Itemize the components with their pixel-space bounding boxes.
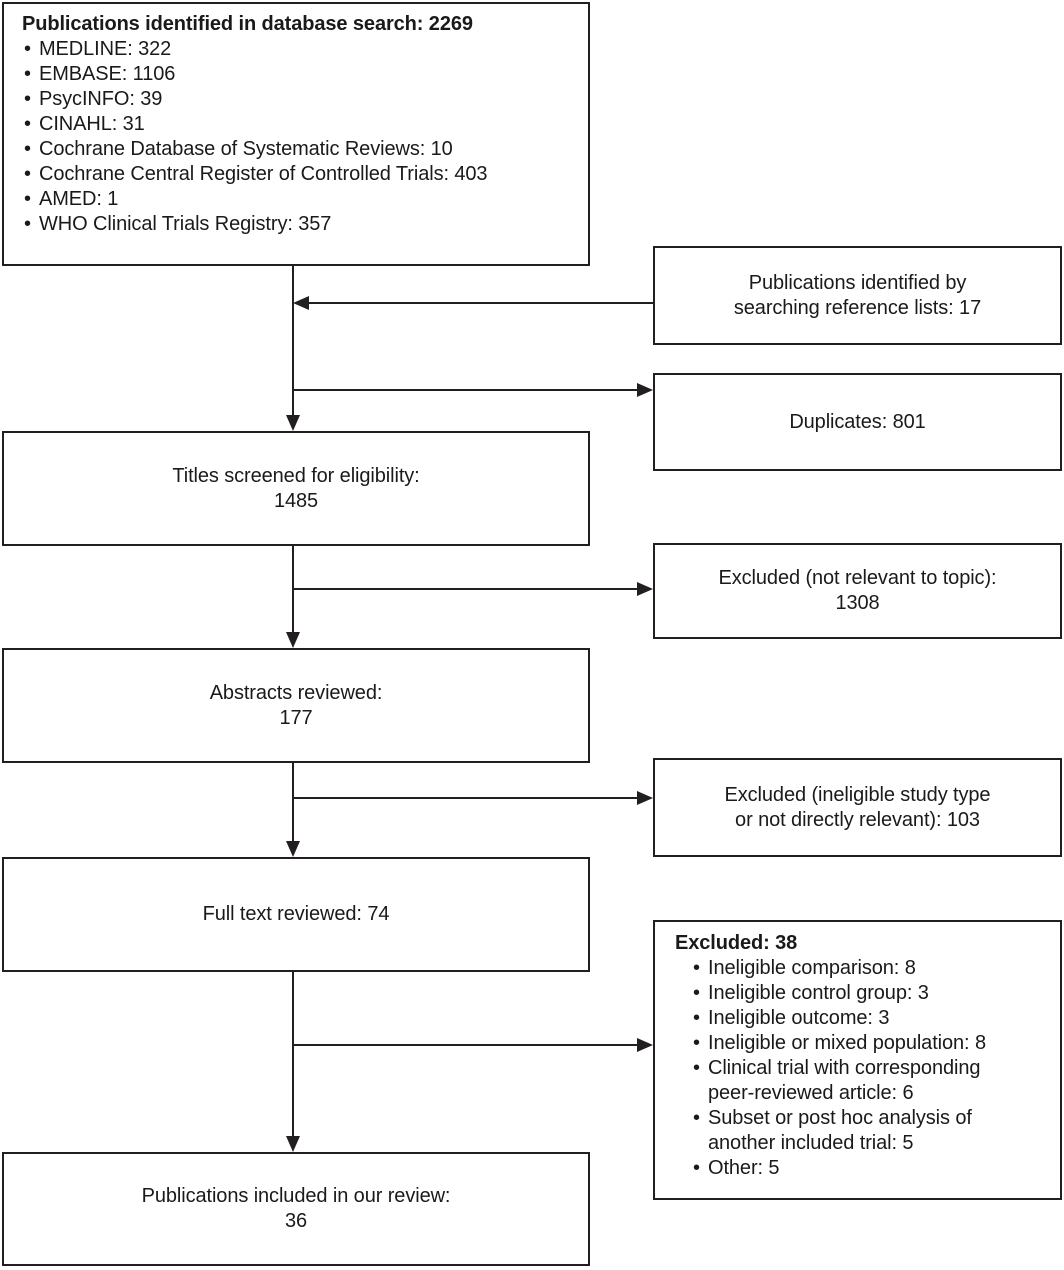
arrow-identification-to-titles: [286, 415, 300, 431]
excluded-ineligible-type-box: Excluded (ineligible study type or not d…: [653, 758, 1062, 857]
connector-abstracts-to-fulltext: [292, 763, 294, 841]
titles-screened-box: Titles screened for eligibility: 1485: [2, 431, 590, 546]
duplicates-text: Duplicates: 801: [789, 410, 926, 433]
arrow-titles-to-abstracts: [286, 632, 300, 648]
list-item: Clinical trial with corresponding peer-r…: [675, 1056, 1060, 1106]
arrow-trunk-to-duplicates: [637, 383, 653, 397]
excluded-not-relevant-box: Excluded (not relevant to topic): 1308: [653, 543, 1062, 639]
connector-titles-to-excluded: [292, 588, 638, 590]
titles-screened-text: Titles screened for eligibility: 1485: [172, 464, 420, 512]
fulltext-reviewed-text: Full text reviewed: 74: [202, 903, 390, 925]
list-item: WHO Clinical Trials Registry: 357: [22, 212, 588, 237]
abstracts-reviewed-text: Abstracts reviewed: 177: [209, 681, 383, 729]
excluded-fulltext-heading: Excluded: 38: [675, 932, 798, 954]
connector-fulltext-to-included: [292, 972, 294, 1136]
identification-heading: Publications identified in database sear…: [22, 13, 473, 35]
list-item: Ineligible outcome: 3: [675, 1006, 1060, 1031]
abstracts-reviewed-box: Abstracts reviewed: 177: [2, 648, 590, 763]
included-text: Publications included in our review: 36: [141, 1185, 451, 1232]
arrow-abstracts-to-excluded: [637, 791, 653, 805]
connector-abstracts-to-excluded: [292, 797, 638, 799]
connector-trunk-to-duplicates: [292, 389, 638, 391]
included-box: Publications included in our review: 36: [2, 1152, 590, 1266]
arrow-fulltext-to-included: [286, 1136, 300, 1152]
list-item: MEDLINE: 322: [22, 37, 588, 62]
fulltext-reviewed-box: Full text reviewed: 74: [2, 857, 590, 972]
excluded-not-relevant-text: Excluded (not relevant to topic): 1308: [718, 567, 997, 614]
identification-box: Publications identified in database sear…: [2, 2, 590, 266]
reference-lists-text: Publications identified by searching ref…: [733, 271, 982, 319]
list-item: CINAHL: 31: [22, 112, 588, 137]
connector-fulltext-to-excluded: [292, 1044, 638, 1046]
excluded-fulltext-box: Excluded: 38 Ineligible comparison: 8 In…: [653, 920, 1062, 1200]
list-item: EMBASE: 1106: [22, 62, 588, 87]
list-item: Ineligible or mixed population: 8: [675, 1031, 1060, 1056]
connector-reference-lists-to-trunk: [308, 302, 653, 304]
excluded-ineligible-type-text: Excluded (ineligible study type or not d…: [724, 783, 991, 831]
list-item: Other: 5: [675, 1156, 1060, 1181]
list-item: Subset or post hoc analysis of another i…: [675, 1106, 1060, 1156]
arrow-titles-to-excluded: [637, 582, 653, 596]
duplicates-box: Duplicates: 801: [653, 373, 1062, 471]
list-item: Ineligible control group: 3: [675, 981, 1060, 1006]
list-item: Cochrane Central Register of Controlled …: [22, 162, 588, 187]
reference-lists-box: Publications identified by searching ref…: [653, 246, 1062, 345]
list-item: Ineligible comparison: 8: [675, 956, 1060, 981]
excluded-reason-list: Ineligible comparison: 8 Ineligible cont…: [675, 956, 1060, 1181]
arrow-reference-lists-to-trunk: [293, 296, 309, 310]
identification-source-list: MEDLINE: 322 EMBASE: 1106 PsycINFO: 39 C…: [22, 37, 588, 237]
list-item: AMED: 1: [22, 187, 588, 212]
connector-identification-to-titles: [292, 266, 294, 415]
arrow-fulltext-to-excluded: [637, 1038, 653, 1052]
arrow-abstracts-to-fulltext: [286, 841, 300, 857]
list-item: PsycINFO: 39: [22, 87, 588, 112]
list-item: Cochrane Database of Systematic Reviews:…: [22, 137, 588, 162]
